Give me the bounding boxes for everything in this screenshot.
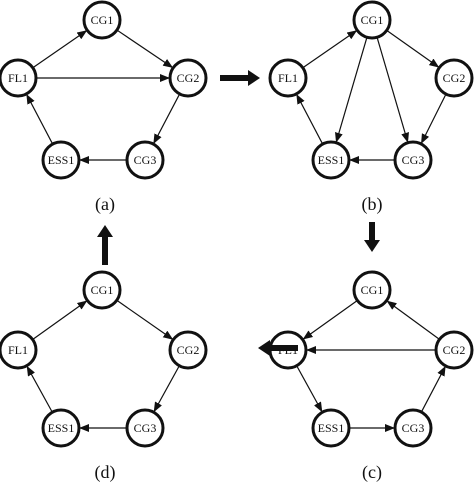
node-fl1: FL1 bbox=[0, 330, 38, 370]
edge-fl1-to-cg1 bbox=[302, 30, 358, 69]
node-label: CG3 bbox=[402, 421, 425, 435]
node-label: CG3 bbox=[402, 153, 425, 167]
transition-arrow-left bbox=[258, 340, 298, 356]
node-fl1: FL1 bbox=[268, 58, 308, 98]
transition-arrow-shape bbox=[364, 222, 380, 252]
node-circle bbox=[0, 330, 38, 370]
node-circle bbox=[168, 330, 208, 370]
edge-cg1-to-cg2 bbox=[116, 299, 174, 340]
node-circle bbox=[311, 140, 351, 180]
node-label: CG3 bbox=[134, 153, 157, 167]
node-cg3: CG3 bbox=[125, 140, 165, 180]
node-circle bbox=[311, 408, 351, 448]
node-label: CG2 bbox=[443, 343, 466, 357]
node-cg3: CG3 bbox=[393, 408, 433, 448]
edge-fl1-to-cg1 bbox=[32, 300, 88, 341]
node-circle bbox=[125, 140, 165, 180]
edge-ess1-to-fl1 bbox=[26, 93, 54, 145]
node-label: ESS1 bbox=[48, 421, 75, 435]
node-label: ESS1 bbox=[318, 153, 345, 167]
node-circle bbox=[393, 140, 433, 180]
panel-caption: (d) bbox=[95, 462, 116, 483]
node-cg1: CG1 bbox=[352, 0, 392, 40]
transition-arrow-shape bbox=[258, 340, 298, 356]
node-label: CG1 bbox=[91, 283, 114, 297]
node-label: ESS1 bbox=[318, 421, 345, 435]
node-circle bbox=[125, 408, 165, 448]
node-label: CG2 bbox=[177, 71, 200, 85]
node-label: ESS1 bbox=[48, 153, 75, 167]
transition-arrow-down bbox=[364, 222, 380, 252]
panel-b bbox=[296, 29, 447, 164]
node-cg2: CG2 bbox=[434, 330, 474, 370]
edge-cg1-to-cg2 bbox=[386, 29, 440, 68]
edge-ess1-to-fl1 bbox=[296, 93, 324, 145]
panel-a bbox=[26, 29, 181, 164]
edge-cg1-to-cg2 bbox=[116, 29, 174, 68]
panel-caption: (a) bbox=[95, 194, 115, 215]
node-ess1: ESS1 bbox=[311, 408, 351, 448]
node-cg1: CG1 bbox=[82, 270, 122, 310]
node-ess1: ESS1 bbox=[311, 140, 351, 180]
edge-fl1-to-ess1 bbox=[296, 365, 323, 413]
node-label: CG1 bbox=[91, 13, 114, 27]
node-cg1: CG1 bbox=[352, 270, 392, 310]
node-label: FL1 bbox=[278, 71, 298, 85]
transition-arrow-right bbox=[220, 70, 260, 86]
transition-arrow-shape bbox=[97, 225, 113, 265]
node-ess1: ESS1 bbox=[41, 140, 81, 180]
node-circle bbox=[168, 58, 208, 98]
node-circle bbox=[41, 408, 81, 448]
node-circle bbox=[41, 140, 81, 180]
edge-cg2-to-cg1 bbox=[386, 300, 440, 340]
node-cg1: CG1 bbox=[82, 0, 122, 40]
edge-fl1-to-cg1 bbox=[32, 30, 88, 69]
node-cg2: CG2 bbox=[168, 330, 208, 370]
panel-caption: (b) bbox=[362, 194, 383, 215]
edge-cg2-to-cg3 bbox=[153, 93, 181, 145]
node-label: FL1 bbox=[8, 71, 28, 85]
node-cg2: CG2 bbox=[434, 58, 474, 98]
edge-ess1-to-fl1 bbox=[26, 365, 53, 413]
node-circle bbox=[352, 0, 392, 40]
node-label: CG2 bbox=[443, 71, 466, 85]
edge-cg1-to-fl1 bbox=[302, 299, 358, 340]
node-label: CG1 bbox=[361, 283, 384, 297]
node-ess1: ESS1 bbox=[41, 408, 81, 448]
node-fl1: FL1 bbox=[0, 58, 38, 98]
node-circle bbox=[393, 408, 433, 448]
node-cg3: CG3 bbox=[125, 408, 165, 448]
node-label: CG3 bbox=[134, 421, 157, 435]
transition-arrow-up bbox=[97, 225, 113, 265]
panel-caption: (c) bbox=[362, 462, 382, 483]
node-circle bbox=[268, 58, 308, 98]
node-circle bbox=[0, 58, 38, 98]
node-label: FL1 bbox=[8, 343, 28, 357]
edge-cg1-to-ess1 bbox=[335, 37, 368, 143]
edge-cg2-to-cg3 bbox=[153, 365, 180, 413]
node-circle bbox=[434, 58, 474, 98]
edge-cg3-to-cg2 bbox=[420, 365, 446, 413]
node-label: CG1 bbox=[361, 13, 384, 27]
node-circle bbox=[82, 270, 122, 310]
node-cg3: CG3 bbox=[393, 140, 433, 180]
node-circle bbox=[82, 0, 122, 40]
panel-d bbox=[26, 299, 180, 432]
edge-cg2-to-cg3 bbox=[420, 93, 447, 144]
node-circle bbox=[352, 270, 392, 310]
transition-arrow-shape bbox=[220, 70, 260, 86]
node-circle bbox=[434, 330, 474, 370]
panel-c bbox=[296, 299, 446, 432]
node-label: CG2 bbox=[177, 343, 200, 357]
edge-cg1-to-cg3 bbox=[376, 37, 409, 143]
node-cg2: CG2 bbox=[168, 58, 208, 98]
